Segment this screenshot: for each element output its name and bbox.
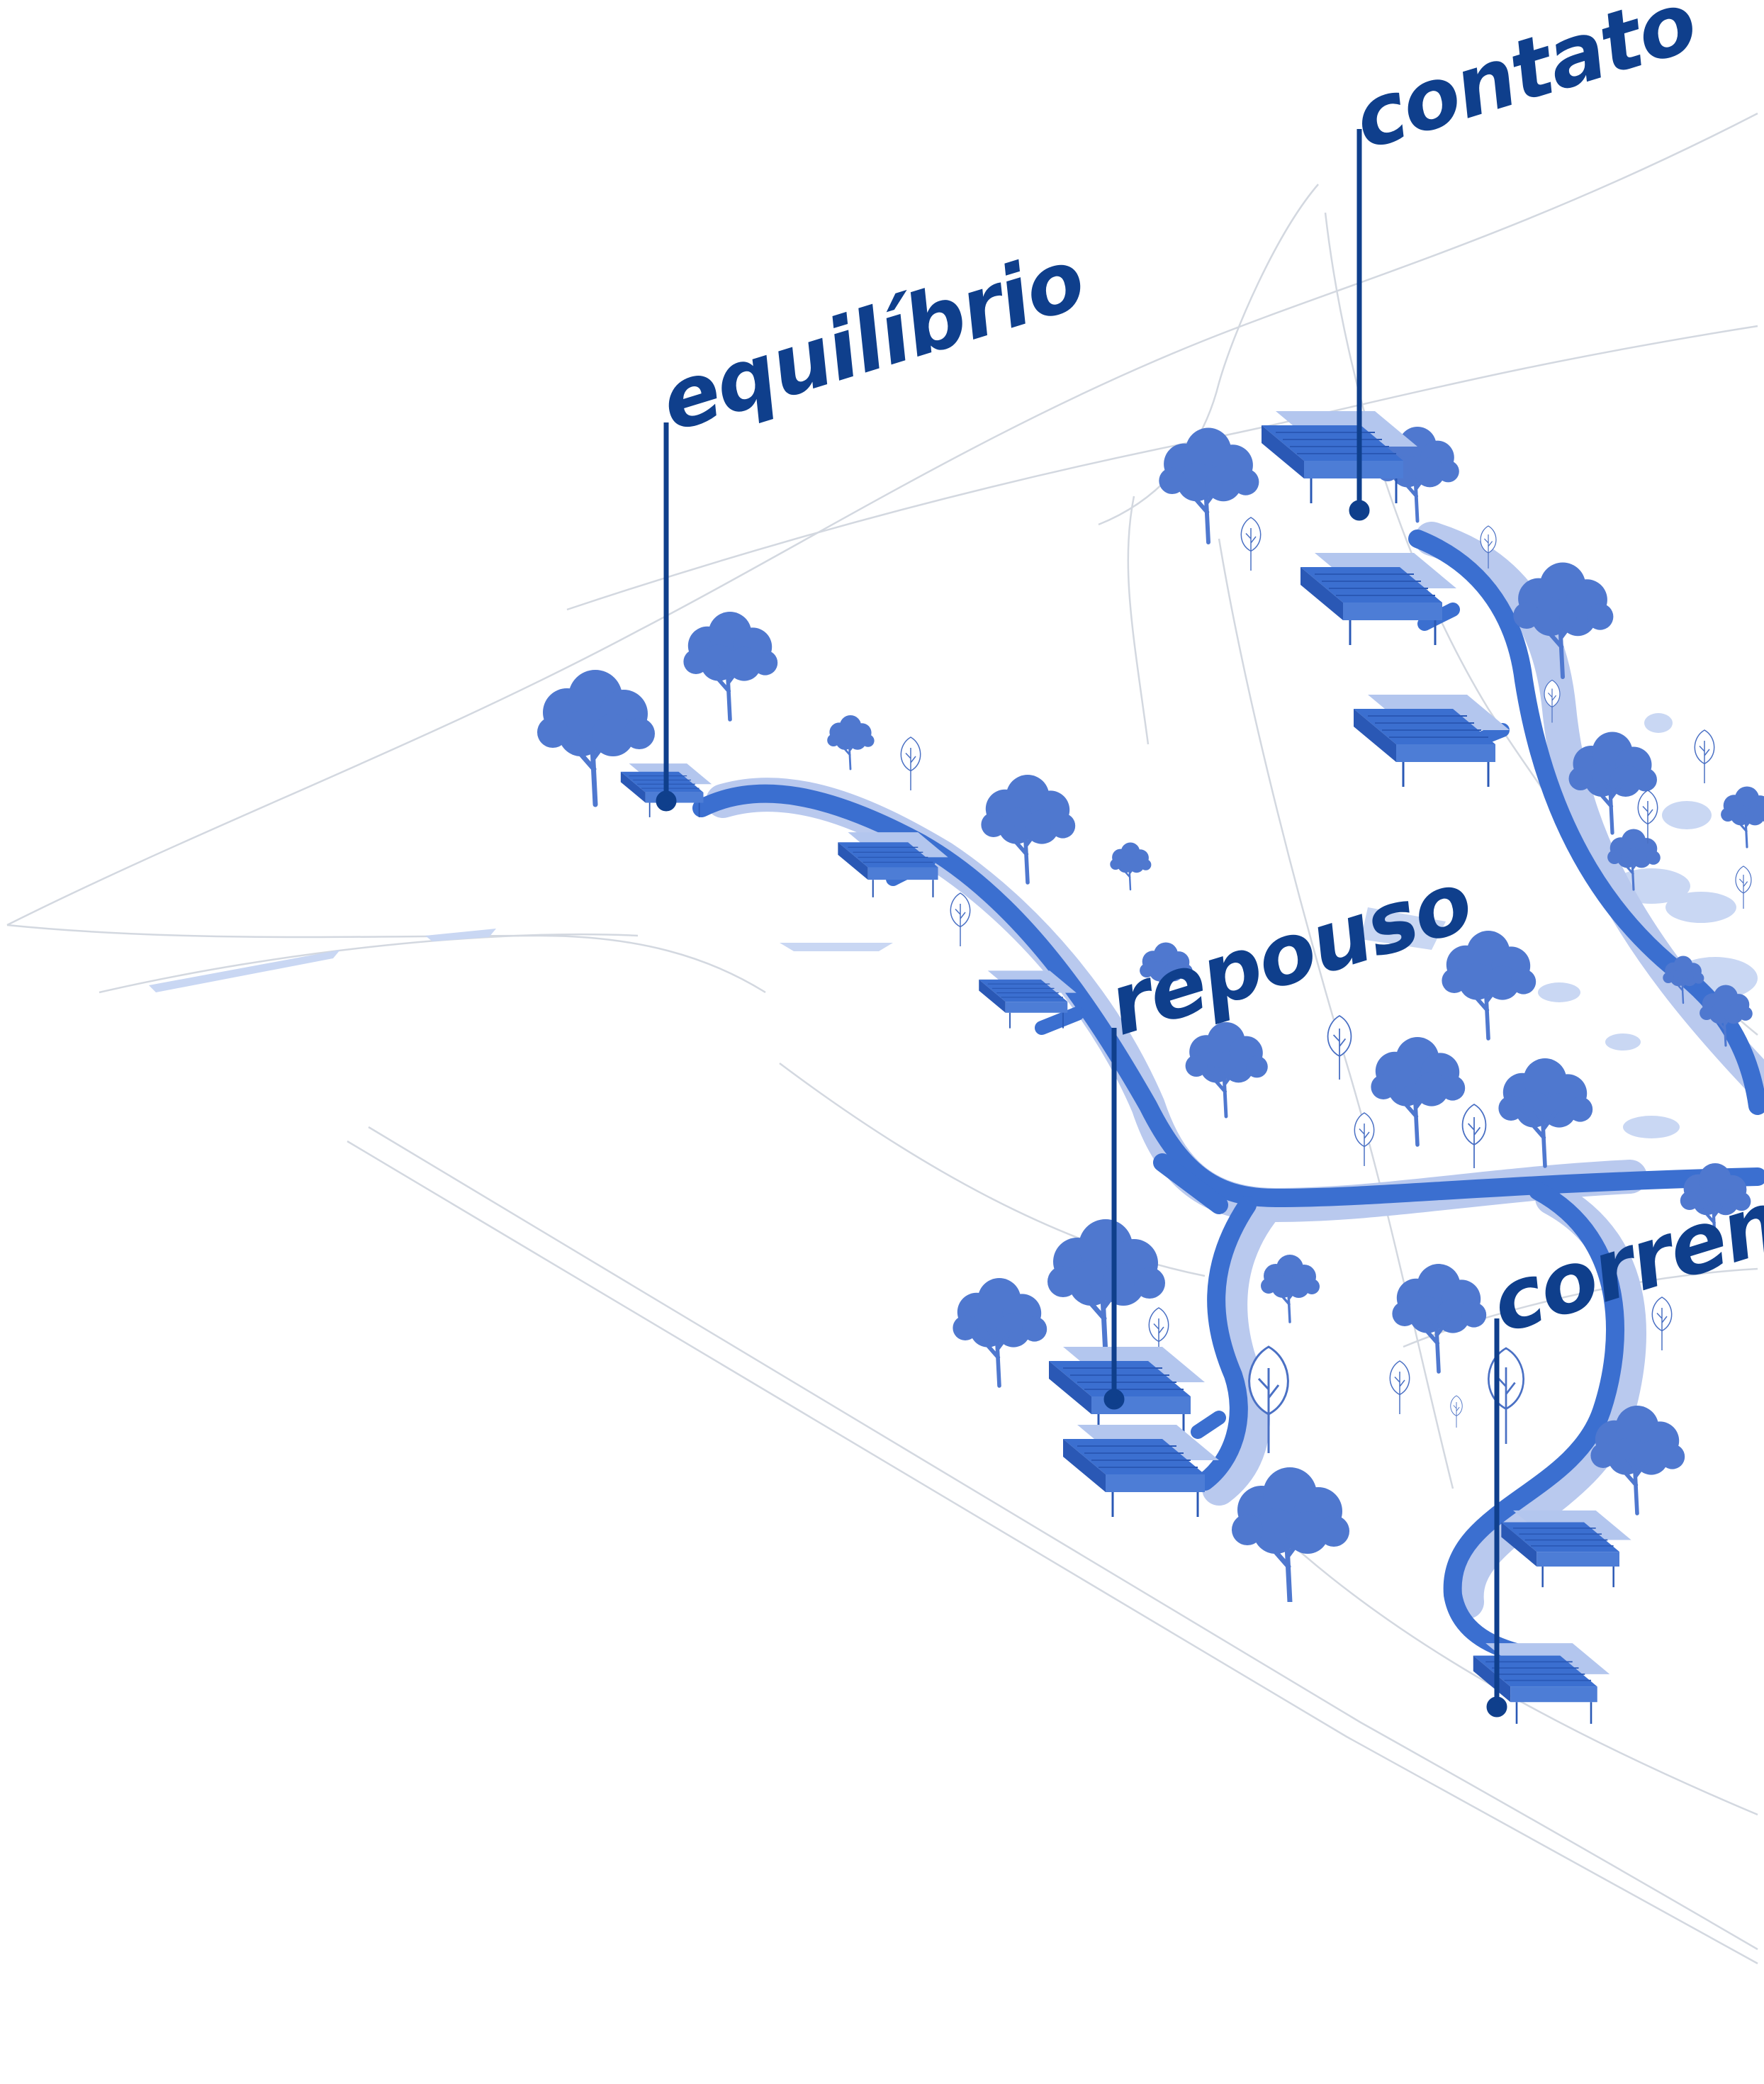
pole-base-equilibrio: [656, 790, 677, 812]
pole-base-contato: [1349, 500, 1370, 521]
label-poles: [656, 129, 1507, 1718]
pole-base-repouso: [1103, 1389, 1125, 1410]
pole-base-corrente: [1486, 1696, 1507, 1718]
